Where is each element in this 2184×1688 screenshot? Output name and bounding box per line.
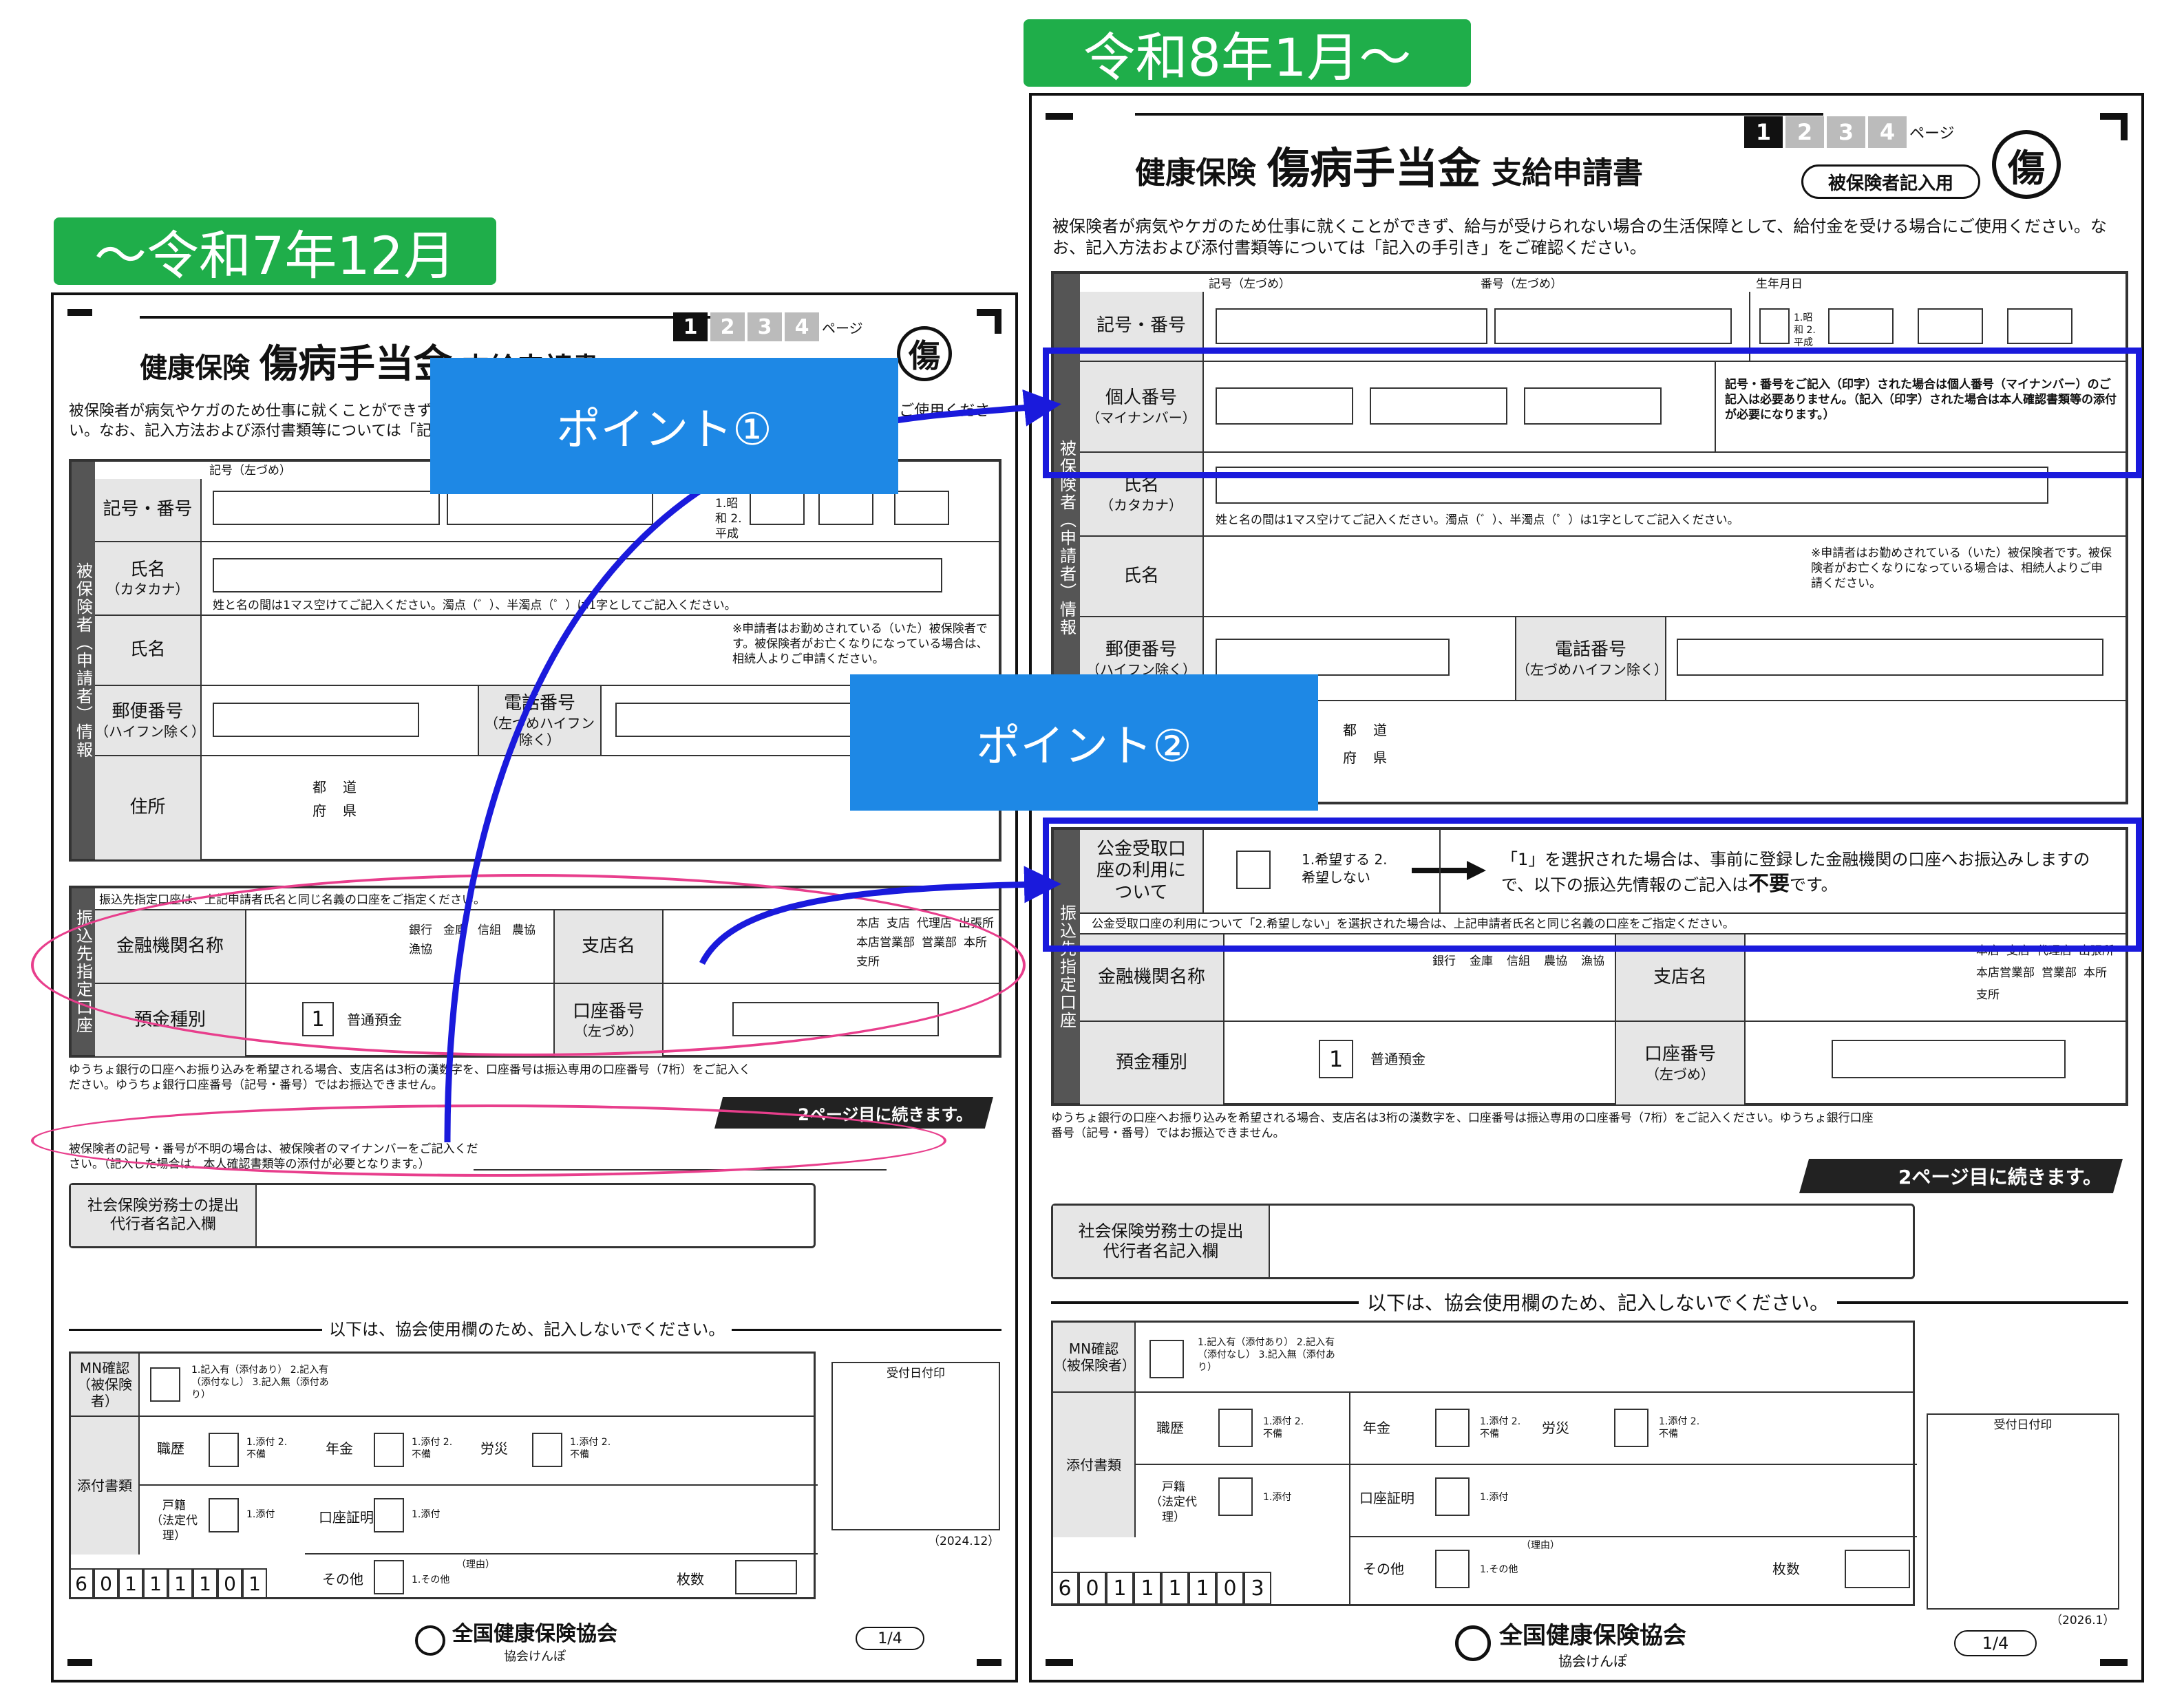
acct-type-label: 預金種別	[1080, 1022, 1224, 1104]
addr-label: 住所	[95, 756, 202, 859]
pref-marks: 都道府県	[312, 779, 357, 819]
kana-label: 氏名（カタカナ）	[95, 542, 202, 615]
office-area: MN確認（被保険者） 1.記入有（添付あり） 2.記入有（添付なし） 3.記入無…	[69, 1352, 818, 1599]
org-logo: 全国健康保険協会協会けんぽ	[1455, 1616, 1686, 1670]
acct-type-box: 1	[1319, 1040, 1353, 1078]
kyokai-logo-icon	[1455, 1625, 1491, 1661]
continue-banner: 2ページ目に続きます。	[1799, 1159, 2123, 1193]
kigo-label: 記号・番号	[95, 479, 202, 541]
mn-box	[1149, 1340, 1184, 1378]
zip-input[interactable]	[213, 703, 419, 737]
point-2-label: ポイント②	[850, 674, 1318, 811]
org-logo: 全国健康保険協会協会けんぽ	[415, 1616, 617, 1665]
kana-label: 氏名（カタカナ）	[1080, 453, 1204, 535]
corner-mark	[1046, 113, 1073, 120]
birth-input[interactable]	[1828, 308, 2072, 344]
tel-label: 電話番号（左づめハイフン除く）	[1515, 617, 1668, 700]
bank-types: 銀行金庫信組農協漁協	[1432, 954, 1604, 968]
page-indicator: 1 2 3 4 ページ	[1744, 116, 1955, 148]
corner-mark	[2100, 113, 2128, 120]
kigo-input[interactable]	[213, 491, 440, 525]
receipt-stamp-box: 受付日付印	[1927, 1413, 2119, 1610]
receipt-stamp-box: 受付日付印	[831, 1362, 1000, 1530]
pref-marks: 都道府県	[1343, 722, 1387, 766]
corner-mark	[67, 1659, 92, 1666]
period-tag-old: ～令和7年12月	[54, 217, 496, 286]
agent-box[interactable]: 社会保険労務士の提出代行者名記入欄	[1051, 1204, 1915, 1279]
new-form: 健康保険 傷病手当金 支給申請書 1 2 3 4 ページ 被保険者記入用 傷 被…	[1029, 93, 2144, 1682]
zip-input[interactable]	[1216, 639, 1450, 676]
page-number: 1/4	[1954, 1630, 2037, 1656]
corner-mark	[67, 309, 92, 316]
arrow-point1-to-mynumber	[444, 389, 1061, 1143]
highlight-oval-mynumber	[31, 1104, 946, 1177]
bango-input[interactable]	[1494, 308, 1732, 344]
kokin-choice-box[interactable]	[1236, 851, 1271, 889]
mynumber-input[interactable]	[1216, 387, 1662, 425]
kokin-label: 公金受取口座の利用について	[1080, 830, 1204, 912]
name-label: 氏名	[95, 616, 202, 685]
office-area: MN確認（被保険者） 1.記入有（添付あり） 2.記入有（添付なし） 3.記入無…	[1051, 1321, 1917, 1606]
zip-label: 郵便番号（ハイフン除く）	[95, 686, 205, 755]
insured-fill-pill: 被保険者記入用	[1801, 164, 1980, 199]
corner-mark	[995, 309, 1001, 334]
seal-mark: 傷	[897, 326, 952, 381]
tel-input[interactable]	[1677, 639, 2103, 676]
kigo-input[interactable]	[1216, 308, 1487, 344]
bank-section: 振込先指定口座 公金受取口座の利用について 1.希望する 2.希望しない 「1」…	[1051, 827, 2128, 1106]
agent-box[interactable]: 社会保険労務士の提出代行者名記入欄	[69, 1183, 816, 1248]
insured-section: 被保険者（申請者）情報 記号（左づめ） 記号・番号 1.昭和 2.平成 氏名（カ…	[69, 459, 1001, 862]
period-tag-new: 令和8年1月～	[1024, 19, 1471, 88]
birth-input[interactable]	[750, 491, 949, 525]
side-label: 被保険者（申請者）情報	[72, 462, 95, 859]
kokin-note: 「1」を選択された場合は、事前に登録した金融機関の口座へお振込みしますので、以下…	[1501, 850, 2090, 897]
mynumber-label: 個人番号（マイナンバー）	[1080, 362, 1204, 451]
arrow-point2-to-kokin	[699, 866, 1061, 965]
acct-no-label: 口座番号（左づめ）	[1615, 1022, 1746, 1104]
page-indicator: 1 2 3 4 ページ	[673, 312, 863, 341]
point-1-label: ポイント①	[430, 358, 898, 494]
kana-input[interactable]	[213, 558, 942, 592]
kyokai-logo-icon	[415, 1625, 445, 1656]
corner-mark	[977, 1659, 1001, 1666]
intro-text: 被保険者が病気やケガのため仕事に就くことができず、給与が受けられない場合の生活保…	[1052, 217, 2107, 258]
acct-no-input[interactable]	[1832, 1040, 2066, 1078]
corner-mark	[2100, 1659, 2128, 1666]
name-label: 氏名	[1080, 537, 1204, 616]
era-box[interactable]	[1759, 308, 1790, 344]
page-number: 1/4	[856, 1627, 924, 1650]
seal-mark: 傷	[1992, 130, 2061, 199]
tel-label: 電話番号（左づめハイフン除く）	[478, 686, 602, 755]
highlight-oval-bank	[31, 874, 1026, 1056]
mn-box	[150, 1367, 180, 1402]
corner-mark	[1046, 1659, 1073, 1666]
form-title: 健康保険 傷病手当金 支給申請書	[1135, 143, 1644, 193]
